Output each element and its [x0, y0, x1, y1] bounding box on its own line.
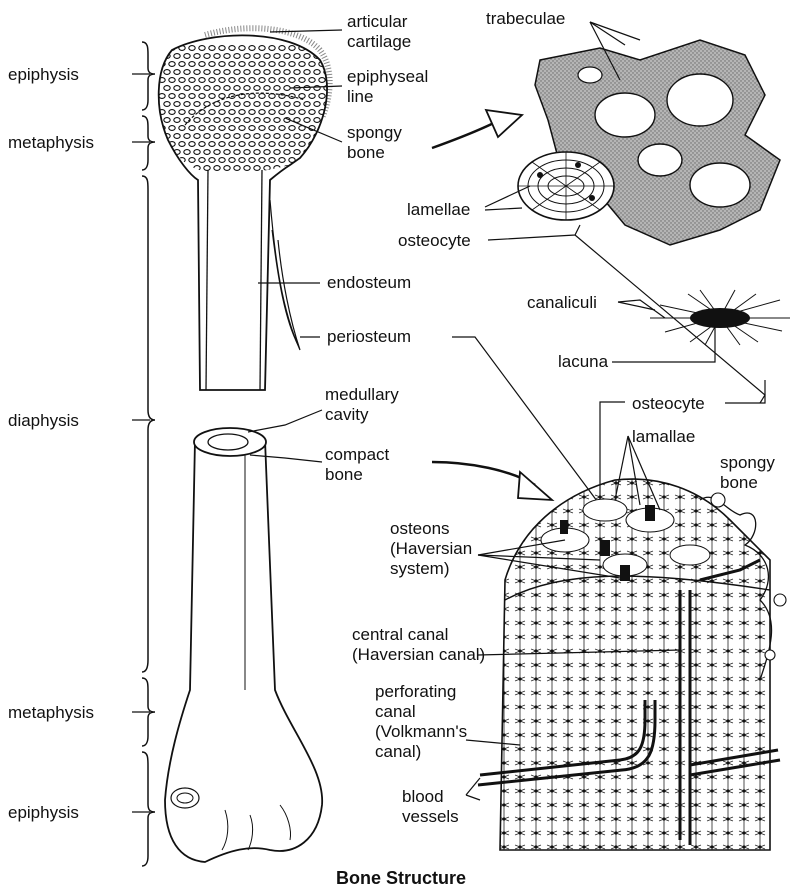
label-endosteum: endosteum [327, 273, 411, 292]
lower-bone-outline [165, 440, 322, 862]
label-osteocyte-top: osteocyte [398, 231, 471, 250]
label-metaphysis-bottom: metaphysis [8, 703, 94, 722]
compact-bone-block [478, 479, 786, 850]
label-lamellae: lamellae [407, 200, 470, 219]
upper-bone [159, 28, 331, 390]
label-central-canal: central canal(Haversian canal) [352, 625, 485, 664]
lower-bone [165, 428, 322, 862]
label-lacuna: lacuna [558, 352, 609, 371]
diagram-title: Bone Structure [336, 868, 466, 888]
label-epiphysis-bottom: epiphysis [8, 803, 79, 822]
label-metaphysis-top: metaphysis [8, 133, 94, 152]
label-osteocyte-mid: osteocyte [632, 394, 705, 413]
label-lamallae: lamallae [632, 427, 695, 446]
arrow-to-compact-block [432, 462, 552, 500]
label-trabeculae: trabeculae [486, 9, 565, 28]
arrow-to-trabeculae [432, 110, 522, 148]
medullary-cavity-opening [208, 434, 248, 450]
osteocyte-cell [650, 290, 790, 345]
left-brackets [142, 42, 155, 866]
periosteum-flap [270, 200, 300, 350]
label-epiphysis-top: epiphysis [8, 65, 79, 84]
lamellae-detail [518, 152, 614, 220]
label-canaliculi: canaliculi [527, 293, 597, 312]
label-diaphysis: diaphysis [8, 411, 79, 430]
label-periosteum: periosteum [327, 327, 411, 346]
